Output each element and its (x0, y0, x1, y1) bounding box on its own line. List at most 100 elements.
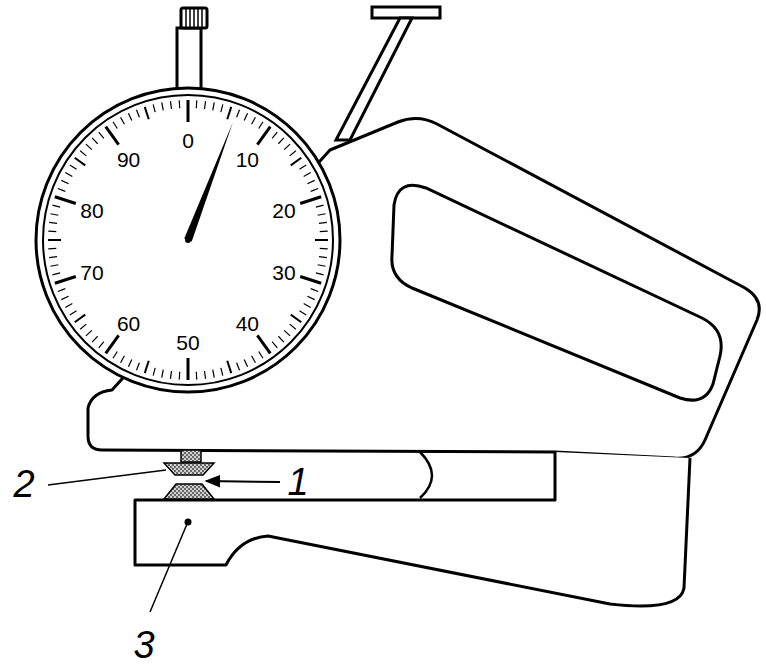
dial-tick (213, 370, 214, 378)
dial-tick (284, 144, 290, 149)
crown (177, 8, 207, 90)
leader-line (48, 470, 166, 485)
dial-tick (58, 289, 65, 292)
dial-tick (318, 214, 326, 215)
callout-number: 2 (13, 465, 34, 503)
dial-tick (48, 239, 61, 241)
needle-hub (185, 237, 191, 243)
dial-bezel (36, 88, 340, 392)
dial-tick (179, 100, 181, 108)
dial-tick (55, 197, 76, 204)
dial-tick (320, 248, 328, 250)
dial-tick (244, 359, 247, 366)
dial-tick (121, 356, 125, 363)
dial-tick (92, 336, 97, 342)
dial-tick (316, 205, 324, 207)
dial-tick (113, 122, 117, 129)
dial-tick (290, 151, 296, 156)
dial-tick (272, 132, 277, 138)
dial-tick (145, 107, 149, 119)
callout-number: 3 (133, 626, 154, 664)
dial-number: 40 (236, 312, 259, 333)
dial-tick (162, 370, 163, 378)
frame-window (392, 185, 721, 400)
dial-tick (316, 273, 324, 275)
dial-tick (257, 335, 270, 353)
dial-tick (272, 342, 277, 348)
dial-tick (50, 265, 58, 266)
dial-tick (170, 101, 171, 109)
dial-tick (55, 276, 76, 283)
dial-tick (49, 222, 57, 223)
dial-tick (311, 188, 318, 191)
dial-tick (136, 110, 139, 117)
dial-tick (70, 311, 77, 315)
dial-tick (162, 102, 163, 110)
dial-tick (121, 117, 125, 124)
dial-tick (259, 351, 263, 358)
dial-number: 50 (176, 332, 199, 353)
dial-tick (300, 197, 321, 204)
dial-tick (244, 113, 247, 120)
dial-tick (61, 296, 68, 299)
dial-tick (99, 132, 104, 138)
dial-tick (106, 127, 119, 145)
dial-tick (257, 127, 270, 145)
dial-tick (153, 104, 155, 112)
dial-tick (187, 358, 190, 380)
frame-lower-jaw (135, 452, 690, 606)
leader-dot (185, 519, 192, 526)
dial-tick (284, 330, 290, 335)
dial-tick (86, 330, 92, 335)
dial-tick (315, 239, 328, 241)
dial-tick (128, 113, 131, 120)
dial-tick (290, 324, 296, 329)
dial-tick (65, 304, 72, 308)
dial-tick (299, 311, 306, 315)
dial-tick (128, 359, 131, 366)
dial-tick (75, 158, 86, 166)
dial-tick (319, 222, 327, 223)
dial-number: 20 (272, 199, 295, 220)
dial-tick (52, 273, 60, 275)
dial-tick (106, 335, 119, 353)
dial-tick (237, 110, 240, 117)
dial-tick (75, 315, 86, 323)
dial-tick (304, 173, 311, 177)
dial-tick (300, 276, 321, 283)
dial-tick (237, 363, 240, 370)
dial-tick (80, 151, 86, 156)
dial-ticks (48, 100, 328, 380)
dial-tick (304, 304, 311, 308)
dial-tick (252, 356, 256, 363)
dial-tick (205, 101, 206, 109)
dial-tick (196, 372, 198, 380)
measuring-faces (164, 450, 214, 499)
dial-number: 30 (272, 262, 295, 283)
dial-tick (307, 180, 314, 183)
dial-tick (227, 361, 231, 373)
dial-tick (99, 342, 104, 348)
dial-tick (278, 336, 283, 342)
dial-number: 90 (117, 149, 140, 170)
dial-tick (145, 361, 149, 373)
dial-tick (227, 107, 231, 119)
dial-tick (136, 363, 139, 370)
leader-arrow (206, 481, 280, 482)
dial-face (43, 95, 333, 385)
dial-tick (307, 296, 314, 299)
dial-tick (65, 173, 72, 177)
dial-tick (153, 368, 155, 376)
frame-curve (420, 452, 432, 498)
dial-tick (50, 214, 58, 215)
dial-tick (58, 188, 65, 191)
dial-tick (187, 100, 190, 122)
dial-tick (213, 102, 214, 110)
dial-tick (319, 257, 327, 258)
dial-number: 70 (80, 262, 103, 283)
dial-tick (49, 257, 57, 258)
dial-tick (179, 372, 181, 380)
dial-tick (92, 138, 97, 144)
dial-number: 10 (236, 149, 259, 170)
